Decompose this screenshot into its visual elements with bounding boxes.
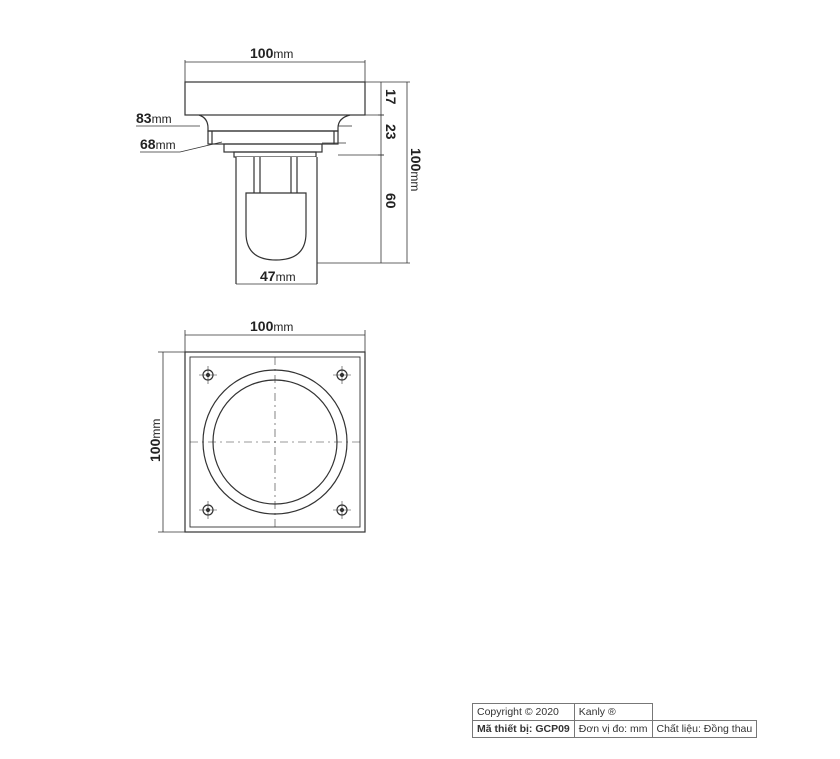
flange-block bbox=[207, 130, 339, 145]
empty-cell bbox=[651, 703, 757, 721]
material-cell: Chất liệu: Đồng thau bbox=[651, 720, 758, 738]
title-block: Copyright © 2020 Kanly ® Mã thiết bị: GC… bbox=[472, 703, 758, 738]
brand-cell: Kanly ® bbox=[573, 703, 653, 721]
side-view bbox=[136, 60, 410, 285]
copyright-cell: Copyright © 2020 bbox=[472, 703, 575, 721]
code-cell: Mã thiết bị: GCP09 bbox=[472, 720, 575, 738]
flange-width-label: 83mm bbox=[136, 110, 172, 126]
height-top-label: 17 bbox=[383, 89, 399, 105]
height-bottom-label: 60 bbox=[383, 193, 399, 209]
neck-width-label: 68mm bbox=[140, 136, 176, 152]
top-width-label: 100mm bbox=[250, 45, 293, 61]
top-view bbox=[158, 330, 366, 533]
top-view-width-label: 100mm bbox=[250, 318, 293, 334]
screw-holes bbox=[199, 366, 351, 519]
trap-cup bbox=[245, 192, 307, 261]
total-height-label: 100mm bbox=[408, 148, 424, 191]
outer-square bbox=[184, 351, 366, 533]
body-width-label: 47mm bbox=[260, 268, 296, 284]
flange bbox=[198, 114, 351, 132]
unit-cell: Đơn vị đo: mm bbox=[573, 720, 653, 738]
height-mid-label: 23 bbox=[383, 124, 399, 140]
neck-base bbox=[233, 151, 317, 158]
top-view-height-label: 100mm bbox=[147, 419, 163, 462]
top-plate bbox=[184, 81, 366, 116]
neck-ring bbox=[223, 143, 323, 153]
